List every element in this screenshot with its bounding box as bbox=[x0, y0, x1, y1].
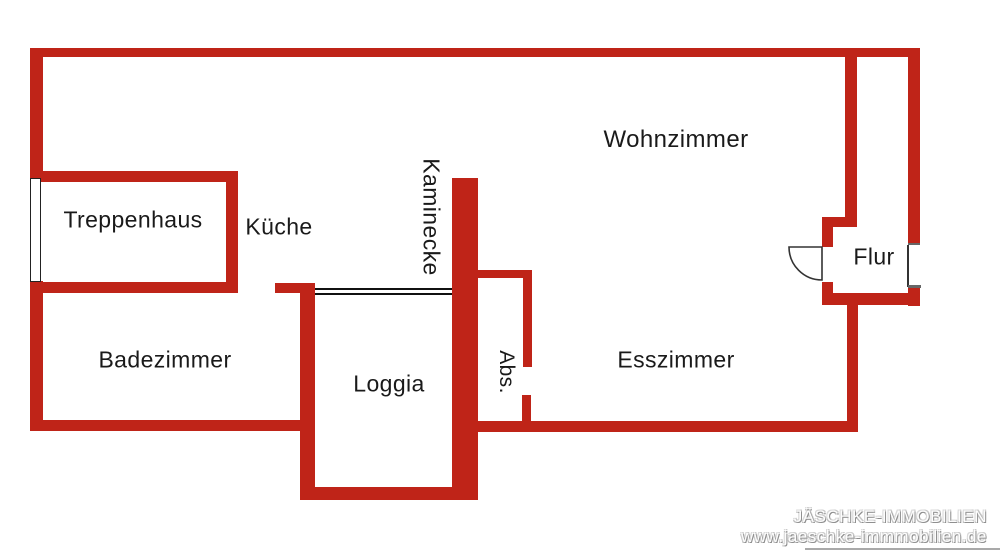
wall-badezimmer-bottom bbox=[30, 420, 315, 431]
branding-website: www.jaeschke-immmobilien.de bbox=[741, 527, 987, 547]
wall-outer-top bbox=[30, 48, 920, 57]
wall-abs-right-upper bbox=[523, 270, 532, 367]
entry-door-frame-line bbox=[907, 245, 909, 287]
wall-treppenhaus-bottom bbox=[30, 282, 238, 293]
room-label-loggia: Loggia bbox=[353, 370, 425, 397]
wall-treppenhaus-right bbox=[226, 171, 238, 293]
entry-door-jamb-bottom bbox=[908, 285, 921, 288]
room-label-wohnzimmer: Wohnzimmer bbox=[603, 126, 749, 153]
room-label-kaminecke: Kaminecke bbox=[418, 158, 445, 276]
room-label-flur: Flur bbox=[853, 243, 895, 270]
wall-kaminecke bbox=[452, 178, 478, 500]
wall-loggia-left bbox=[300, 283, 315, 500]
branding-watermark: JÄSCHKE-IMMOBILIEN www.jaeschke-immmobil… bbox=[741, 507, 987, 548]
wall-outer-right-upper bbox=[908, 48, 920, 245]
wall-outer-left-upper bbox=[30, 48, 43, 179]
room-label-esszimmer: Esszimmer bbox=[617, 346, 735, 373]
wall-loggia-bottom bbox=[300, 487, 478, 500]
entry-door-jamb-top bbox=[908, 243, 920, 245]
room-label-treppenhaus: Treppenhaus bbox=[63, 206, 203, 233]
wall-outer-left-lower bbox=[30, 281, 43, 431]
wall-abs-right-stub bbox=[522, 395, 531, 422]
wall-abs-top bbox=[478, 270, 532, 278]
treppenhaus-window bbox=[30, 178, 41, 282]
branding-underline bbox=[805, 548, 1000, 550]
loggia-window bbox=[315, 288, 452, 295]
room-label-badezimmer: Badezimmer bbox=[98, 346, 232, 373]
wall-flur-bottom bbox=[822, 293, 920, 305]
room-label-kueche: Küche bbox=[245, 213, 313, 240]
wall-flur-left-upper bbox=[822, 217, 833, 247]
wall-shaft-left bbox=[845, 57, 857, 217]
wall-kueche-stub bbox=[275, 283, 315, 293]
wall-treppenhaus-top bbox=[30, 171, 238, 182]
wall-esszimmer-bottom bbox=[478, 421, 858, 432]
wall-esszimmer-right bbox=[847, 305, 858, 432]
branding-company: JÄSCHKE-IMMOBILIEN bbox=[793, 507, 987, 526]
wall-flur-left-stub bbox=[822, 282, 833, 297]
wall-flur-step bbox=[822, 217, 857, 227]
room-label-abstellraum: Abs. bbox=[495, 350, 518, 394]
